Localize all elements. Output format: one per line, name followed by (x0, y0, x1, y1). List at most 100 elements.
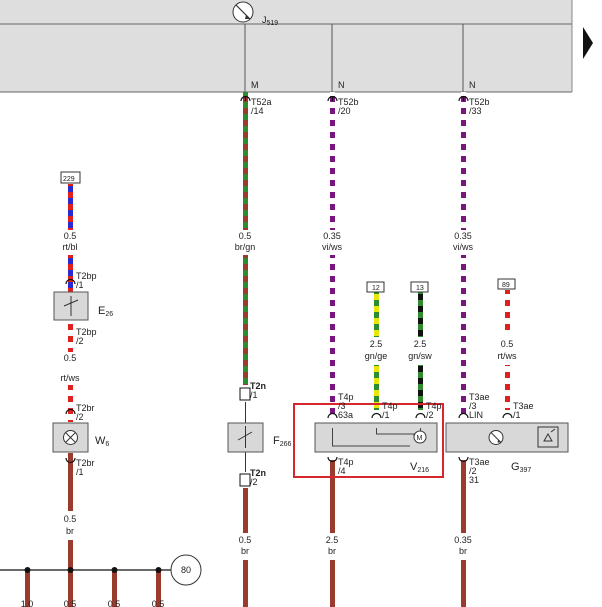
wire-br-gn-upper[interactable] (243, 92, 248, 230)
reference-box-229[interactable] (60, 171, 81, 184)
t2n-connector-upper (239, 387, 251, 401)
wire-labels: 0.5 rt/bl 0.5 rt/ws 0.5 br 0.5 br/gn 0.3… (21, 231, 517, 607)
wire-vi-ws-2-lower[interactable] (461, 255, 466, 415)
label-t4p-4-a: T4p (338, 457, 354, 467)
wire-vi-ws-1-upper[interactable] (330, 92, 335, 230)
reference-13: 13 (416, 285, 424, 292)
wire-br-v216-end[interactable] (330, 560, 335, 607)
reference-box-13[interactable] (410, 281, 429, 293)
label-lin: LIN (469, 410, 483, 420)
component-g397-label: G397 (511, 461, 531, 474)
label-t52a-14-b: /14 (251, 106, 264, 116)
wire-rt-bl-bottom[interactable] (68, 255, 73, 292)
label-t52a-14-a: T52a (251, 97, 272, 107)
wire-label-br-gn-size: 0.5 (239, 231, 252, 241)
wire-label-gn-ge-size: 2.5 (370, 339, 383, 349)
splice-point-2 (67, 567, 74, 573)
control-unit-panel (0, 0, 572, 92)
component-w6[interactable] (52, 422, 89, 453)
label-t52b-33-b: /33 (469, 106, 482, 116)
wire-label-rt-ws-2-color: rt/ws (498, 351, 517, 361)
label-t2bp-1-b: /1 (76, 280, 84, 290)
pin-letter-m: M (251, 80, 259, 90)
reference-box-89[interactable] (497, 278, 516, 290)
wire-label-vi-ws-1-color: vi/ws (322, 242, 342, 252)
label-t4p-3-a: T4p (338, 392, 354, 402)
wire-rt-bl-top[interactable] (68, 184, 73, 230)
wire-ground-1[interactable] (25, 570, 30, 607)
wire-label-rt-bl-color: rt/bl (62, 242, 77, 252)
label-t52b-20-b: /20 (338, 106, 351, 116)
t2n-connector-lower (239, 473, 251, 487)
bottom-label-3: 0.5 (108, 599, 121, 607)
reference-229: 229 (63, 176, 75, 183)
component-f266[interactable] (227, 422, 264, 453)
label-t2bp-2-a: T2bp (76, 327, 97, 337)
wire-br-gn-lower[interactable] (243, 255, 248, 385)
highlight-box-v216 (293, 403, 444, 478)
component-e26-label: E26 (98, 305, 113, 318)
label-63a: 63a (338, 410, 353, 420)
wire-gn-ge-upper[interactable] (374, 292, 379, 337)
control-unit-label: J519 (262, 15, 278, 27)
wire-vi-ws-1-lower[interactable] (330, 255, 335, 415)
label-t3ae-2-b: /2 (469, 466, 477, 476)
splice-point-1 (24, 567, 31, 573)
wire-br-w6-end[interactable] (68, 540, 73, 570)
splice-point-3 (111, 567, 118, 573)
wire-label-br-gn-color: br/gn (235, 242, 256, 252)
reference-box-12[interactable] (366, 281, 385, 293)
wire-gn-sw-lower[interactable] (418, 365, 423, 410)
wire-label-rt-bl-size: 0.5 (64, 231, 77, 241)
wire-gn-sw-upper[interactable] (418, 292, 423, 337)
ground-reference-circle[interactable] (170, 554, 202, 586)
label-t4p-3-b: /3 (338, 401, 346, 411)
wire-label-br-g-size: 0.35 (454, 535, 472, 545)
label-t3ae-3-a: T3ae (469, 392, 490, 402)
wire-br-f266-end[interactable] (243, 560, 248, 607)
wire-gn-ge-lower[interactable] (374, 365, 379, 410)
pin-letter-n2: N (469, 80, 476, 90)
label-t2bp-2-b: /2 (76, 336, 84, 346)
label-t2n-2-b: /2 (250, 477, 258, 487)
label-t2bp-1-a: T2bp (76, 271, 97, 281)
wire-br-g397-end[interactable] (461, 560, 466, 607)
wire-rt-ws-2-lower[interactable] (505, 365, 510, 410)
label-t2br-1-b: /1 (76, 467, 84, 477)
label-t3ae-1-b: /1 (513, 410, 521, 420)
wire-rt-ws-2-upper[interactable] (505, 290, 510, 335)
wire-ground-2[interactable] (68, 570, 73, 607)
wire-label-br-left-size: 0.5 (64, 514, 77, 524)
pin-letter-n1: N (338, 80, 345, 90)
reference-12: 12 (372, 285, 380, 292)
wire-label-vi-ws-2-color: vi/ws (453, 242, 473, 252)
component-g397[interactable] (445, 422, 569, 453)
next-page-arrow-icon[interactable] (583, 27, 593, 59)
label-t2br-2-b: /2 (76, 412, 84, 422)
component-w6-label: W6 (95, 435, 109, 448)
wire-label-br-v-color: br (328, 546, 336, 556)
control-unit-symbol-icon (232, 1, 254, 23)
ground-reference: 80 (181, 565, 191, 575)
wire-ground-4[interactable] (156, 570, 161, 607)
wire-br-f266[interactable] (243, 488, 248, 533)
wire-rt-ws-lower[interactable] (68, 385, 73, 422)
wire-br-v216[interactable] (330, 460, 335, 533)
label-t2br-2-a: T2br (76, 403, 95, 413)
component-v216[interactable]: M (314, 422, 438, 453)
label-t4p-2-a: T4p (426, 401, 442, 411)
wire-ground-3[interactable] (112, 570, 117, 607)
wire-label-vi-ws-2-size: 0.35 (454, 231, 472, 241)
wire-rt-ws-upper[interactable] (68, 322, 73, 352)
label-t52b-33-a: T52b (469, 97, 490, 107)
wire-vi-ws-2-upper[interactable] (461, 92, 466, 230)
reference-89: 89 (502, 282, 510, 289)
wire-br-g397[interactable] (461, 460, 466, 533)
component-e26[interactable] (53, 291, 89, 321)
component-f266-label: F266 (273, 435, 292, 448)
svg-text:M: M (417, 435, 423, 442)
label-t3ae-1-a: T3ae (513, 401, 534, 411)
wire-label-br-g-color: br (459, 546, 467, 556)
wire-br-w6[interactable] (68, 453, 73, 511)
internal-wires (244, 24, 464, 92)
